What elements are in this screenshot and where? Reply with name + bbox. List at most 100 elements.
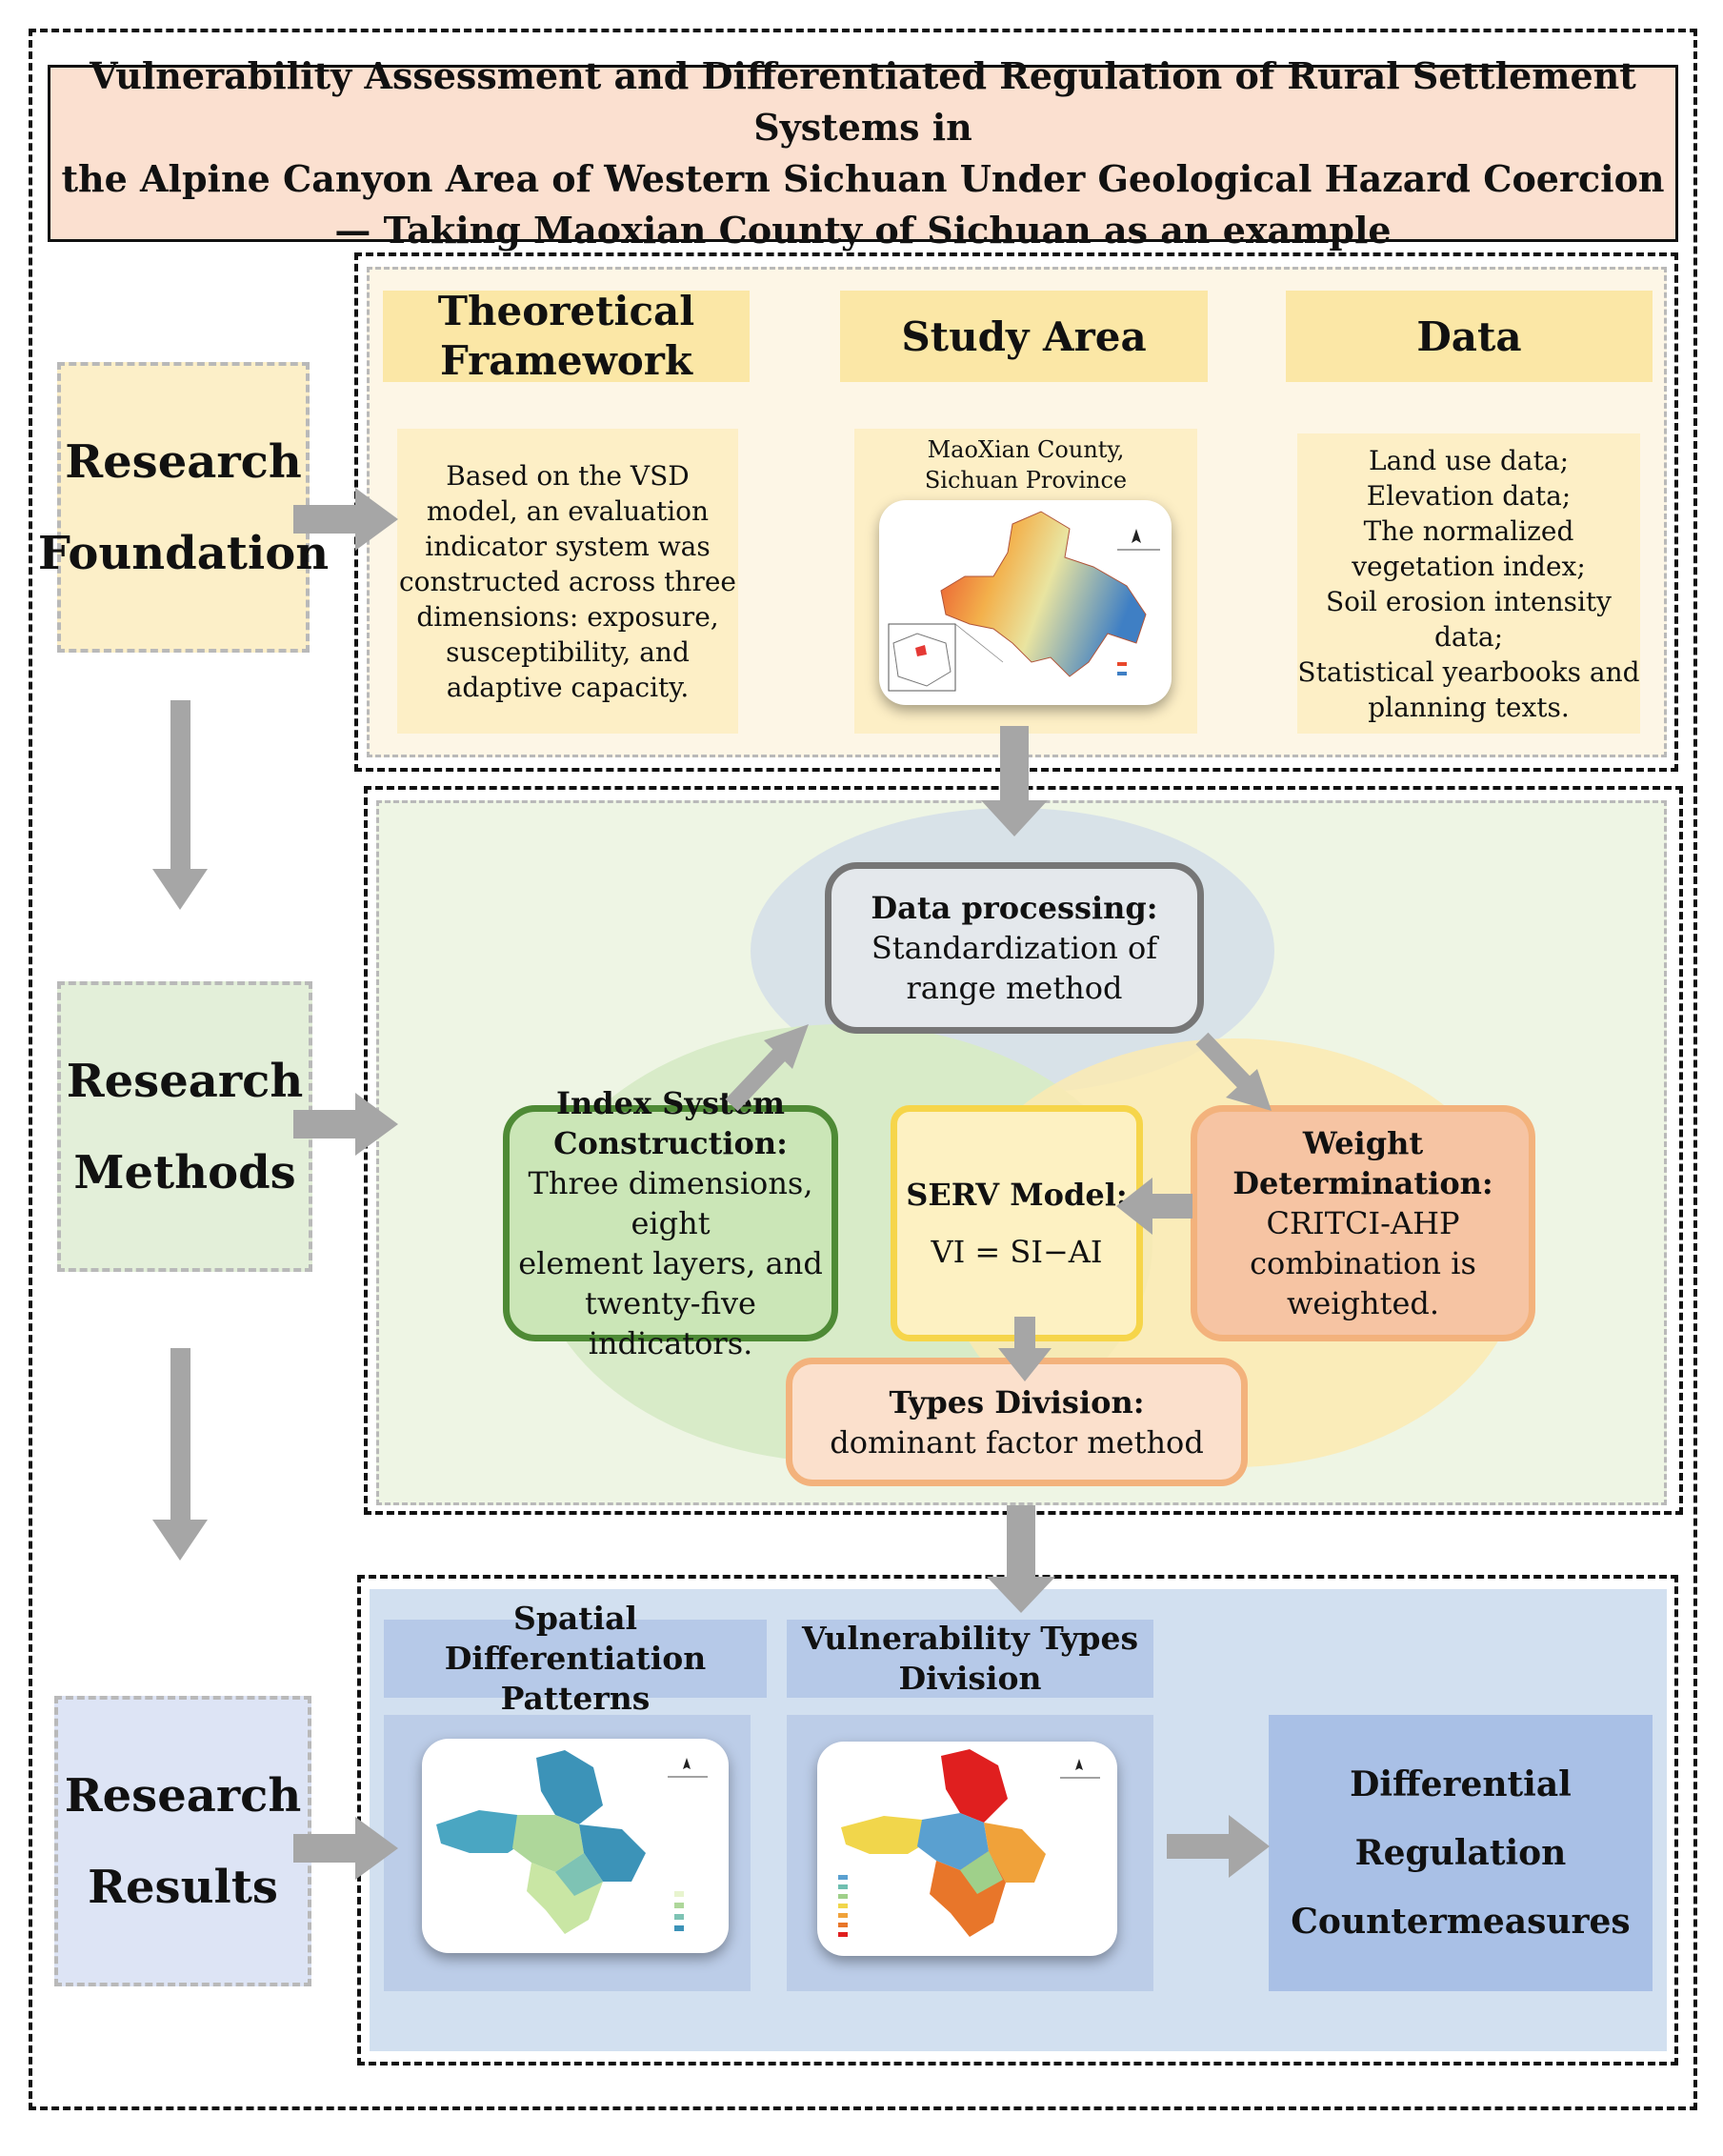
data-processing-box: Data processing: Standardization of rang… [825,862,1204,1034]
arrow-methods-to-panel [293,1093,398,1156]
legend-swatch-5 [838,1913,848,1918]
legend-swatch-4 [838,1904,848,1908]
regulation-line-1: Differential [1350,1764,1572,1804]
legend-high [1117,662,1127,666]
stage-methods-line1: Research [66,1054,304,1108]
index-line-1: Three dimensions, eight [528,1165,813,1241]
legend-swatch-3 [838,1894,848,1899]
title-line-3: — Taking Maoxian County of Sichuan as an… [334,209,1392,252]
vuln-region-mid [960,1851,1003,1894]
stage-foundation-line1: Research [65,434,302,489]
spatial-head-2: Patterns [500,1680,651,1717]
title-box: Vulnerability Assessment and Differentia… [48,54,1678,252]
processing-title: Data processing: [871,890,1158,926]
legend-swatch-2 [838,1884,848,1889]
study-area-caption: MaoXian County, Sichuan Province [854,434,1197,495]
stage-foundation-line2: Foundation [37,526,330,580]
inset-leader [954,623,1004,663]
data-line-7: planning texts. [1368,691,1570,723]
vuln-region-north [941,1749,1008,1823]
arrow-serv-to-types [998,1317,1052,1381]
differential-regulation-box: Differential Regulation Countermeasures [1269,1715,1653,1991]
legend-swatch-3 [674,1914,684,1920]
weight-title-1: Weight [1302,1125,1424,1161]
processing-line-2: range method [906,970,1123,1006]
vuln-head-1: Vulnerability Types [801,1620,1139,1657]
framework-head-1: Theoretical [437,288,695,334]
regulation-line-3: Countermeasures [1291,1902,1631,1942]
stage-results-line1: Research [64,1768,302,1823]
arrow-methods-to-results [152,1348,208,1561]
stage-methods-line2: Methods [73,1145,296,1199]
stage-research-foundation: Research Foundation [38,362,329,653]
vulnerability-types-header: Vulnerability Types Division [787,1620,1153,1698]
arrow-foundation-to-methods [152,700,208,910]
serv-title: SERV Model: [906,1177,1128,1213]
regulation-line-2: Regulation [1354,1833,1567,1873]
inset-location [915,645,927,656]
weight-title-2: Determination: [1232,1165,1493,1201]
framework-line-1: Based on the VSD [446,459,690,492]
north-arrow-icon [683,1758,691,1769]
index-line-3: twenty-five indicators. [585,1285,756,1361]
framework-line-7: adaptive capacity. [446,671,690,703]
legend-swatch-1 [838,1875,848,1880]
framework-line-4: constructed across three [398,565,736,597]
types-title: Types Division: [889,1383,1145,1421]
north-arrow-icon [1132,529,1141,543]
stage-results-line2: Results [88,1860,278,1914]
study-area-header: Study Area [840,291,1208,382]
vuln-region-center [917,1813,989,1870]
spatial-region-west [436,1810,536,1853]
framework-line-2: model, an evaluation [426,494,710,527]
title-line-2: the Alpine Canyon Area of Western Sichua… [61,157,1665,200]
data-line-1: Land use data; [1368,444,1569,476]
data-header: Data [1286,291,1653,382]
framework-line-6: susceptibility, and [446,635,690,668]
legend-swatch-6 [838,1923,848,1927]
arrow-map-to-regulation [1167,1815,1270,1878]
weight-determination-box: Weight Determination: CRITCI-AHP combina… [1191,1105,1535,1341]
weight-line-2: combination is [1250,1245,1476,1281]
framework-head-2: Framework [440,337,692,384]
data-line-5: Soil erosion intensity data; [1325,585,1612,653]
index-title-2: Construction: [553,1125,788,1161]
arrow-index-to-processing-shaft [725,1041,792,1112]
data-line-6: Statistical yearbooks and [1297,655,1640,688]
serv-formula: VI = SI−AI [931,1234,1103,1270]
inset-map-frame [888,623,956,692]
vuln-head-2: Division [898,1660,1042,1697]
types-division-box: Types Division: dominant factor method [786,1358,1248,1486]
spatial-head-1: Spatial Differentiation [444,1600,707,1677]
stage-research-methods: Research Methods [57,981,312,1272]
data-body: Land use data; Elevation data; The norma… [1297,433,1640,734]
study-area-caption-1: MaoXian County, [927,436,1125,463]
arrow-foundation-to-panel [293,488,398,551]
index-line-2: element layers, and [518,1245,823,1281]
title-line-1: Vulnerability Assessment and Differentia… [90,54,1636,149]
processing-line-1: Standardization of [871,930,1158,966]
spatial-patterns-header: Spatial Differentiation Patterns [384,1600,767,1717]
legend-swatch-2 [674,1903,684,1908]
arrow-results-to-panel [293,1817,398,1880]
study-area-caption-2: Sichuan Province [924,467,1128,494]
vulnerability-types-map [817,1742,1117,1956]
weight-line-1: CRITCI-AHP [1266,1205,1460,1241]
data-line-4: vegetation index; [1352,550,1586,582]
data-line-2: Elevation data; [1366,479,1572,512]
types-line-1: dominant factor method [830,1423,1204,1461]
outer-frame [29,29,1697,2110]
framework-line-5: dimensions: exposure, [416,600,719,633]
framework-body: Based on the VSD model, an evaluation in… [397,429,738,734]
north-arrow-icon [1075,1759,1083,1770]
spatial-region-mid [555,1853,603,1896]
spatial-region-center [512,1815,584,1872]
arrow-types-to-results [987,1505,1055,1613]
framework-line-3: indicator system was [425,530,711,562]
legend-swatch-4 [674,1925,684,1931]
inset-sichuan-outline [892,633,952,687]
study-area-map [879,500,1172,705]
spatial-pattern-map [422,1739,729,1953]
arrow-study-to-processing [981,726,1048,836]
